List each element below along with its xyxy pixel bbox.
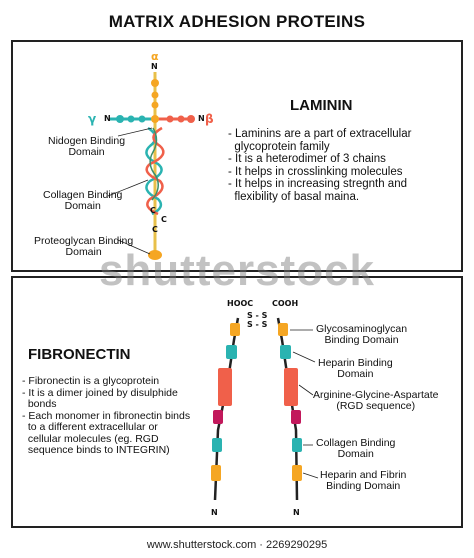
left-domain-magenta bbox=[213, 410, 223, 424]
beta-bead bbox=[187, 115, 195, 123]
gamma-bead bbox=[116, 115, 124, 123]
n-right-terminal: N bbox=[293, 508, 300, 517]
hooc-label: HOOC bbox=[227, 299, 254, 308]
right-heparin-fibrin-domain bbox=[292, 465, 302, 481]
collagen-binding-label: Collagen Binding Domain bbox=[316, 437, 396, 460]
n-left-label: N bbox=[104, 114, 111, 123]
right-domain-magenta bbox=[291, 410, 301, 424]
rgd-label: Arginine-Glycine-Aspartate (RGD sequence… bbox=[313, 389, 439, 412]
left-rgd-domain bbox=[218, 368, 232, 406]
nidogen-label: Nidogen Binding Domain bbox=[48, 135, 126, 158]
alpha-label: α bbox=[151, 50, 159, 63]
beta-bead bbox=[177, 115, 185, 123]
laminin-diagram bbox=[107, 72, 195, 260]
right-glyco-domain bbox=[278, 323, 288, 336]
collagen-label: Collagen Binding Domain bbox=[43, 189, 123, 212]
heparin-label: Heparin Binding Domain bbox=[318, 357, 393, 380]
left-heparin-domain bbox=[226, 345, 237, 359]
alpha-bead bbox=[151, 91, 159, 99]
fibronectin-diagram bbox=[211, 317, 319, 501]
right-heparin-domain bbox=[280, 345, 291, 359]
beta-label: β bbox=[205, 112, 214, 126]
c-label-2: C bbox=[161, 215, 167, 224]
page-title: MATRIX ADHESION PROTEINS bbox=[108, 12, 366, 31]
disulphide-2: S - S bbox=[247, 320, 268, 329]
cooh-label: COOH bbox=[272, 299, 299, 308]
gamma-label: γ bbox=[88, 112, 97, 126]
proteoglycan-label: Proteoglycan Binding Domain bbox=[34, 235, 134, 258]
gamma-bead bbox=[138, 115, 146, 123]
n-top-label: N bbox=[151, 62, 158, 71]
left-glyco-domain bbox=[230, 323, 240, 336]
fibronectin-heading: FIBRONECTIN bbox=[28, 346, 131, 363]
proteoglycan-globule bbox=[148, 250, 162, 260]
beta-bead bbox=[166, 115, 174, 123]
right-rgd-domain bbox=[284, 368, 298, 406]
coil-gamma bbox=[145, 126, 163, 216]
n-right-label: N bbox=[198, 114, 205, 123]
coil-beta bbox=[145, 126, 165, 216]
c-label-1: C bbox=[150, 206, 156, 215]
left-collagen-domain bbox=[212, 438, 222, 452]
laminin-bullets: - Laminins are a part of extracellular g… bbox=[228, 128, 412, 203]
fibronectin-bullets: - Fibronectin is a glycoprotein - It is … bbox=[22, 375, 191, 456]
n-left-terminal: N bbox=[211, 508, 218, 517]
fibronectin-panel bbox=[11, 276, 463, 528]
alpha-bead bbox=[151, 115, 159, 123]
heparin-fibrin-label: Heparin and Fibrin Binding Domain bbox=[320, 469, 407, 492]
watermark: shutterstock bbox=[98, 246, 376, 295]
disulphide-1: S - S bbox=[247, 311, 268, 320]
coil-alpha bbox=[149, 127, 159, 201]
footer-credit: www.shutterstock.com · 2269290295 bbox=[0, 533, 474, 558]
gamma-bead bbox=[127, 115, 135, 123]
laminin-panel bbox=[11, 40, 463, 272]
right-collagen-domain bbox=[292, 438, 302, 452]
glyco-label: Glycosaminoglycan Binding Domain bbox=[316, 323, 408, 346]
c-label-3: C bbox=[152, 225, 158, 234]
alpha-bead bbox=[151, 101, 159, 109]
left-heparin-fibrin-domain bbox=[211, 465, 221, 481]
alpha-bead bbox=[151, 79, 159, 87]
laminin-heading: LAMININ bbox=[290, 97, 353, 114]
